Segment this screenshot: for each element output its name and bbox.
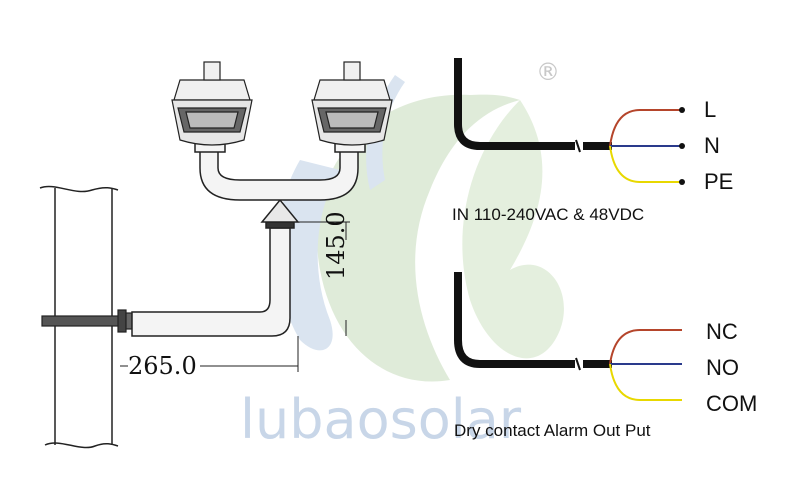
terminal-pe: PE bbox=[704, 169, 734, 194]
terminal-nc: NC bbox=[706, 319, 738, 344]
terminal-n: N bbox=[704, 133, 720, 158]
mounting-bolt bbox=[41, 309, 133, 333]
watermark-brand: lubaosolar bbox=[240, 388, 522, 451]
power-terminal-dots bbox=[679, 107, 685, 185]
terminal-no: NO bbox=[706, 355, 739, 380]
dimension-horizontal: 265.0 bbox=[128, 352, 197, 380]
power-wires bbox=[609, 109, 680, 183]
mounting-bracket bbox=[131, 198, 300, 337]
dimension-vertical: 145.0 bbox=[322, 211, 350, 280]
obstruction-lamp-left bbox=[171, 61, 253, 146]
terminal-com: COM bbox=[706, 391, 758, 416]
power-cable bbox=[454, 58, 612, 153]
alarm-caption: Dry contact Alarm Out Put bbox=[454, 421, 651, 440]
registered-mark: ® bbox=[536, 58, 560, 86]
watermark-logo bbox=[277, 75, 564, 382]
y-bracket bbox=[194, 141, 366, 201]
terminal-l: L bbox=[704, 97, 717, 122]
alarm-wires bbox=[609, 329, 682, 401]
dimension-lines bbox=[120, 221, 350, 372]
obstruction-lamp-right bbox=[311, 61, 393, 146]
alarm-cable bbox=[454, 272, 612, 371]
power-caption: IN 110-240VAC & 48VDC bbox=[452, 205, 645, 224]
